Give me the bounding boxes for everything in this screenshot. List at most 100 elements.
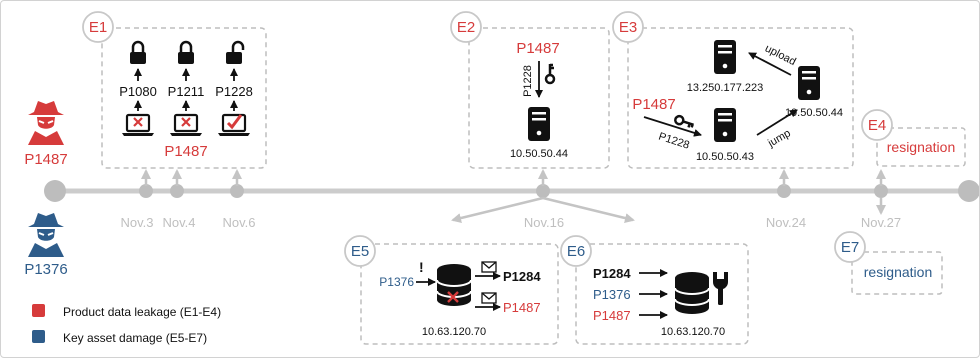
tick-nov24	[777, 184, 791, 198]
e5-host: 10.63.120.70	[422, 326, 486, 338]
e1-actor: P1487	[164, 143, 207, 160]
e7-badge: E7	[834, 231, 866, 263]
e5-recipient: P1284	[503, 269, 541, 284]
e2-badge: E2	[450, 11, 482, 43]
email-icon	[481, 261, 497, 273]
event-badges: E1 E2 E3 E4 E5 E6 E7	[82, 11, 893, 267]
actor-damager: P1376	[24, 212, 68, 278]
attacker-id: P1487	[24, 151, 67, 168]
timeline-end-node	[958, 180, 979, 202]
laptop-icon	[120, 113, 156, 138]
wrench-icon	[713, 272, 728, 305]
e1-user: P1211	[168, 84, 205, 99]
server-icon	[798, 66, 820, 100]
damager-id: P1376	[24, 261, 67, 278]
e3-host: 10.50.50.44	[785, 107, 843, 119]
e2-host: 10.50.50.44	[510, 148, 568, 160]
event-boxes	[101, 27, 966, 345]
e4-badge: E4	[861, 109, 893, 141]
e3-host: 13.250.177.223	[687, 82, 763, 94]
delete-icon	[447, 291, 459, 303]
upload-arrow	[748, 52, 792, 76]
e3-actor: P1487	[632, 96, 675, 113]
legend: Product data leakage (E1-E4) Key asset d…	[32, 304, 221, 345]
timeline-dates: Nov.3 Nov.4 Nov.6 Nov.16 Nov.24 Nov.27	[121, 215, 902, 230]
e4-text: resignation	[887, 139, 956, 155]
e3-content: 13.250.177.223 10.50.50.44 10.50.50.43 u…	[632, 40, 843, 163]
svg-text:E5: E5	[351, 243, 369, 260]
e5-actor: P1376	[379, 275, 414, 289]
e3-login-arrow	[643, 116, 702, 137]
actor-attacker: P1487	[24, 100, 68, 168]
e4-box	[876, 127, 966, 167]
legend-swatch	[32, 304, 45, 317]
svg-text:E3: E3	[619, 19, 637, 36]
e6-arrows	[639, 269, 668, 319]
timeline-start-node	[44, 180, 66, 202]
date-label: Nov.27	[861, 215, 901, 230]
key-icon	[544, 62, 556, 85]
legend-label: Product data leakage (E1-E4)	[63, 305, 221, 319]
date-label: Nov.6	[223, 215, 256, 230]
timeline-ticks	[139, 184, 888, 198]
e7-box	[851, 251, 943, 295]
upload-label: upload	[763, 42, 798, 68]
e3-host: 10.50.50.43	[696, 151, 754, 163]
lock-closed-icon	[176, 40, 196, 66]
e2-content: P1487 P1228 10.50.50.44	[510, 40, 568, 160]
svg-text:E2: E2	[457, 19, 475, 36]
date-label: Nov.3	[121, 215, 154, 230]
e5-box	[360, 243, 559, 345]
date-label: Nov.16	[524, 215, 564, 230]
e2-credential: P1228	[522, 65, 534, 97]
svg-text:E6: E6	[567, 243, 585, 260]
e1-user: P1228	[215, 84, 253, 99]
svg-text:E7: E7	[841, 239, 859, 256]
e6-host: 10.63.120.70	[661, 326, 725, 338]
server-icon	[714, 108, 736, 142]
failure-icon	[133, 117, 191, 127]
database-icon	[674, 271, 710, 315]
e6-user: P1376	[593, 287, 631, 302]
key-icon	[673, 113, 697, 130]
e3-credential: P1228	[657, 131, 691, 152]
timeline: Nov.3 Nov.4 Nov.6 Nov.16 Nov.24 Nov.27	[44, 169, 979, 230]
svg-text:E1: E1	[89, 19, 107, 36]
e5-recipient: P1487	[503, 300, 541, 315]
e6-user: P1487	[593, 308, 631, 323]
tick-nov27	[874, 184, 888, 198]
e2-box	[468, 27, 610, 169]
e6-content: P1284 P1376 P1487 10.63.120.70	[593, 266, 728, 338]
tick-nov4	[170, 184, 184, 198]
lock-open-icon	[224, 40, 245, 66]
legend-swatch	[32, 330, 45, 343]
e3-badge: E3	[612, 11, 644, 43]
date-label: Nov.24	[766, 215, 806, 230]
e1-user: P1080	[119, 84, 157, 99]
tick-nov6	[230, 184, 244, 198]
server-icon	[528, 107, 550, 141]
server-icon	[714, 40, 736, 74]
svg-text:E4: E4	[868, 117, 886, 134]
jump-label: jump	[765, 127, 793, 150]
tick-nov3	[139, 184, 153, 198]
database-icon	[436, 263, 472, 307]
e6-box	[575, 243, 749, 345]
e7-text: resignation	[864, 264, 933, 280]
e1-content: P1080 P1211 P1228 P1487	[119, 40, 253, 160]
laptop-icon	[168, 113, 204, 138]
email-icon	[481, 292, 497, 304]
spy-icon	[27, 212, 65, 258]
e5-badge: E5	[344, 235, 376, 267]
timeline-connectors	[141, 169, 886, 223]
jump-arrow	[756, 109, 798, 136]
e1-badge: E1	[82, 11, 114, 43]
tick-nov16	[536, 184, 550, 198]
legend-label: Key asset damage (E5-E7)	[63, 331, 207, 345]
e2-actor: P1487	[516, 40, 559, 57]
e6-badge: E6	[560, 235, 592, 267]
e1-box	[101, 27, 267, 169]
lock-closed-icon	[128, 40, 148, 66]
